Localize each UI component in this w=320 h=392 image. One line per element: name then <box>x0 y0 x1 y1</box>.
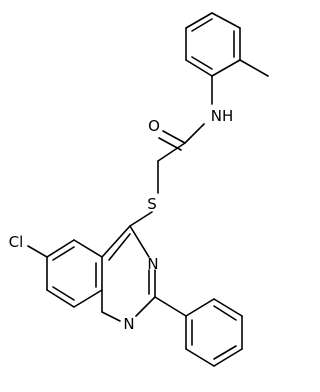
atom-label-nitrogen-upper: N <box>147 255 158 273</box>
atom-label-oxygen: O <box>148 117 160 135</box>
bond-c5-c6 <box>46 239 75 258</box>
bond-c7-c8 <box>46 289 75 308</box>
bond-c6-cl <box>27 245 48 258</box>
bond-c4-n3 <box>129 225 150 258</box>
atom-label-sulfur: S <box>147 195 157 213</box>
atom-label-nitrogen-lower: N <box>123 315 134 333</box>
pyrimidine-ring <box>101 225 156 322</box>
structure-svg: O NH S Cl N N <box>9 12 269 367</box>
bond-s-to-c4 <box>129 211 153 227</box>
bond-carbonyl-to-o-a <box>162 130 186 144</box>
bond-ph-inner-3 <box>213 305 237 321</box>
bond-c2-phenyl <box>154 296 187 317</box>
phenyl-ring <box>154 296 243 367</box>
bond-nh-to-carbonyl <box>184 123 205 144</box>
bond-c4a-c4 <box>101 225 131 258</box>
bond-c5-c6-inner <box>52 246 75 261</box>
tolyl-ring <box>185 12 269 77</box>
bond-tolyl-inner-1 <box>191 18 213 32</box>
bond-n1-c8a <box>101 311 121 322</box>
bond-c7-c8-inner <box>52 286 75 301</box>
amide-group <box>129 75 213 227</box>
molecule-diagram: O NH S Cl N N <box>9 12 269 367</box>
bond-c2-n1 <box>135 296 156 317</box>
bond-c4a-c5 <box>73 239 103 258</box>
bond-ph-3 <box>213 348 243 367</box>
benzo-ring <box>27 239 103 308</box>
bond-c4a-c4-inner <box>108 233 131 261</box>
bond-ph-5 <box>213 298 243 317</box>
bond-tolyl-2 <box>211 12 241 29</box>
bond-ph-6 <box>185 298 215 317</box>
bond-tolyl-inner-3 <box>191 56 213 70</box>
bond-tolyl-1 <box>185 12 213 29</box>
bond-ph-inner-2 <box>213 345 237 360</box>
bond-tolyl-5 <box>185 59 213 77</box>
bond-c8-c8a <box>73 289 103 308</box>
atom-label-nh: NH <box>211 107 234 125</box>
atom-label-chlorine: Cl <box>9 233 24 251</box>
bond-ph-2 <box>185 348 215 367</box>
bond-methyl <box>239 59 269 77</box>
bond-carbonyl-to-ch2 <box>157 142 186 162</box>
bond-tolyl-4 <box>211 59 241 77</box>
